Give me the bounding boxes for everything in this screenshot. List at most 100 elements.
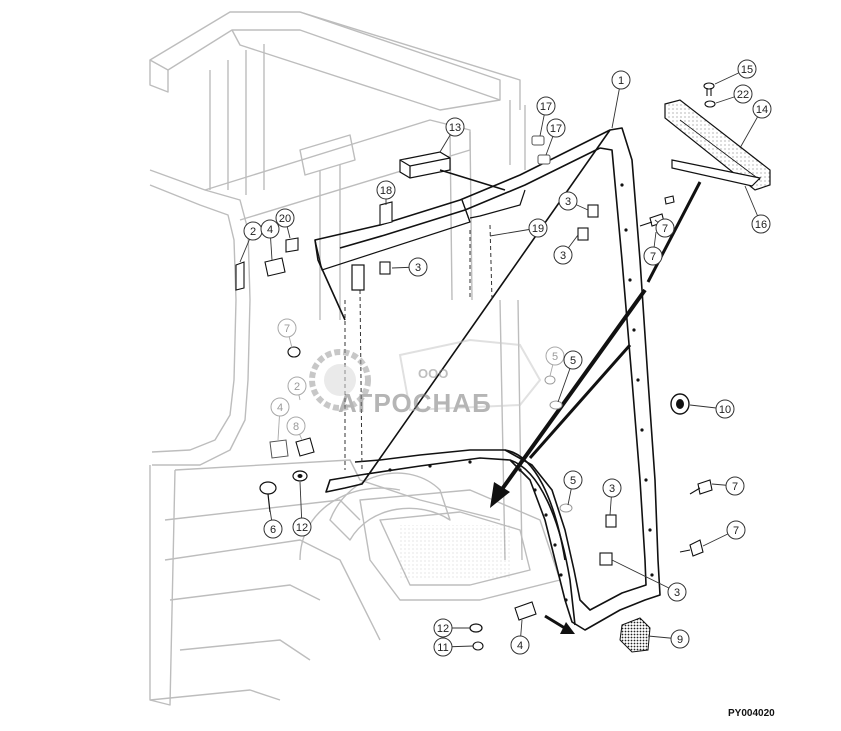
callout-label-c19: 19 xyxy=(532,223,544,235)
bracket-2-upper xyxy=(235,261,245,291)
callout-label-c5c: 5 xyxy=(570,475,576,487)
callout-circle-c3b xyxy=(553,245,573,265)
washer-12-upper xyxy=(292,470,308,482)
callout-label-c7d: 7 xyxy=(732,481,738,493)
washer-12-lower xyxy=(469,623,483,633)
callout-circle-c4a xyxy=(260,219,280,239)
trim-panel-14 xyxy=(664,99,771,191)
callout-label-c7c: 7 xyxy=(284,323,290,335)
callout-label-c6: 6 xyxy=(270,524,276,536)
callout-circle-c8 xyxy=(286,416,306,436)
screw-11 xyxy=(472,641,484,651)
assembly-arrows xyxy=(490,181,702,634)
callout-label-c4a: 4 xyxy=(267,224,273,236)
callout-label-c3a: 3 xyxy=(565,196,571,208)
bracket-13-line xyxy=(439,169,506,191)
callout-label-c4b: 4 xyxy=(277,402,283,414)
callout-circle-c19 xyxy=(528,218,548,238)
callout-circle-c18 xyxy=(376,180,396,200)
callout-label-c17a: 17 xyxy=(540,101,552,113)
callout-circle-c22 xyxy=(733,84,753,104)
callout-circle-c7e xyxy=(726,520,746,540)
callout-label-c8: 8 xyxy=(293,421,299,433)
callout-leader-c3e xyxy=(611,559,678,593)
callout-label-c22: 22 xyxy=(737,89,749,101)
callout-circle-c20 xyxy=(275,208,295,228)
callout-label-c5b: 5 xyxy=(570,355,576,367)
callout-label-c13: 13 xyxy=(449,122,461,134)
callout-label-c7b: 7 xyxy=(650,251,656,263)
callout-label-c9: 9 xyxy=(677,634,683,646)
washer-22 xyxy=(704,100,716,108)
bracket-13 xyxy=(399,151,451,179)
callout-label-c3d: 3 xyxy=(609,483,615,495)
callout-circle-c17b xyxy=(546,118,566,138)
callout-circle-c4c xyxy=(510,635,530,655)
clip-20 xyxy=(285,237,299,253)
callout-label-c2b: 2 xyxy=(294,381,300,393)
callout-circle-c10 xyxy=(715,399,735,419)
callout-label-c2a: 2 xyxy=(250,226,256,238)
callout-label-c12b: 12 xyxy=(437,623,449,635)
callout-label-c3c: 3 xyxy=(415,262,421,274)
callout-circle-c4b xyxy=(270,397,290,417)
callout-label-c5a: 5 xyxy=(552,351,558,363)
callout-circle-c14 xyxy=(752,99,772,119)
callout-label-c4c: 4 xyxy=(517,640,523,652)
callout-circle-c6 xyxy=(263,519,283,539)
callout-label-c7a: 7 xyxy=(662,223,668,235)
watermark-prefix: ООО xyxy=(418,366,448,381)
gasket-16 xyxy=(671,159,762,187)
callout-circle-c16 xyxy=(751,214,771,234)
callout-label-c16: 16 xyxy=(755,219,767,231)
clip-4-lower xyxy=(269,439,289,459)
mesh-9 xyxy=(619,617,651,653)
callout-circle-c7b xyxy=(643,246,663,266)
screw-15 xyxy=(703,82,715,96)
callout-circle-c5c xyxy=(563,470,583,490)
callout-label-c17b: 17 xyxy=(550,123,562,135)
watermark: ООО АГРОСНАБ xyxy=(309,338,542,418)
callout-circle-c3d xyxy=(602,478,622,498)
callout-label-c18: 18 xyxy=(380,185,392,197)
callout-label-c20: 20 xyxy=(279,213,291,225)
callout-label-c7e: 7 xyxy=(733,525,739,537)
callout-label-c10: 10 xyxy=(719,404,731,416)
watermark-name: АГРОСНАБ xyxy=(338,388,492,418)
callout-label-c11: 11 xyxy=(437,642,448,654)
callout-circle-c15 xyxy=(737,59,757,79)
clip-3-group xyxy=(379,204,617,566)
clip-18 xyxy=(379,201,393,226)
callout-circle-c12a xyxy=(292,517,312,537)
callout-circle-c5a xyxy=(545,346,565,366)
callout-circle-c3e xyxy=(667,582,687,602)
callout-circle-c3a xyxy=(558,191,578,211)
door-frame-rivets xyxy=(388,183,654,602)
callout-circle-c3c xyxy=(408,257,428,277)
callout-circle-c12b xyxy=(433,618,453,638)
clip-4-bottom xyxy=(514,601,537,621)
bolt-7-group xyxy=(287,195,713,557)
fitting-8 xyxy=(295,437,315,457)
callout-circle-c1 xyxy=(611,70,631,90)
grommet-10 xyxy=(670,393,690,415)
callout-label-c3b: 3 xyxy=(560,250,566,262)
callout-circle-c11 xyxy=(433,637,453,657)
callout-circle-c7d xyxy=(725,476,745,496)
callout-circle-c7c xyxy=(277,318,297,338)
clip-17 xyxy=(531,135,551,165)
callout-circle-c9 xyxy=(670,629,690,649)
callout-label-c14: 14 xyxy=(756,104,768,116)
callout-label-c12a: 12 xyxy=(296,522,308,534)
callout-circle-c7a xyxy=(655,218,675,238)
callout-circle-c17a xyxy=(536,96,556,116)
figure-code: PY004020 xyxy=(728,708,775,719)
callout-label-c1: 1 xyxy=(618,75,624,87)
cab-frame-outline xyxy=(149,11,561,706)
callout-circle-c5b xyxy=(563,350,583,370)
callout-circle-c13 xyxy=(445,117,465,137)
header-trim xyxy=(314,189,526,291)
callout-label-c15: 15 xyxy=(741,64,753,76)
